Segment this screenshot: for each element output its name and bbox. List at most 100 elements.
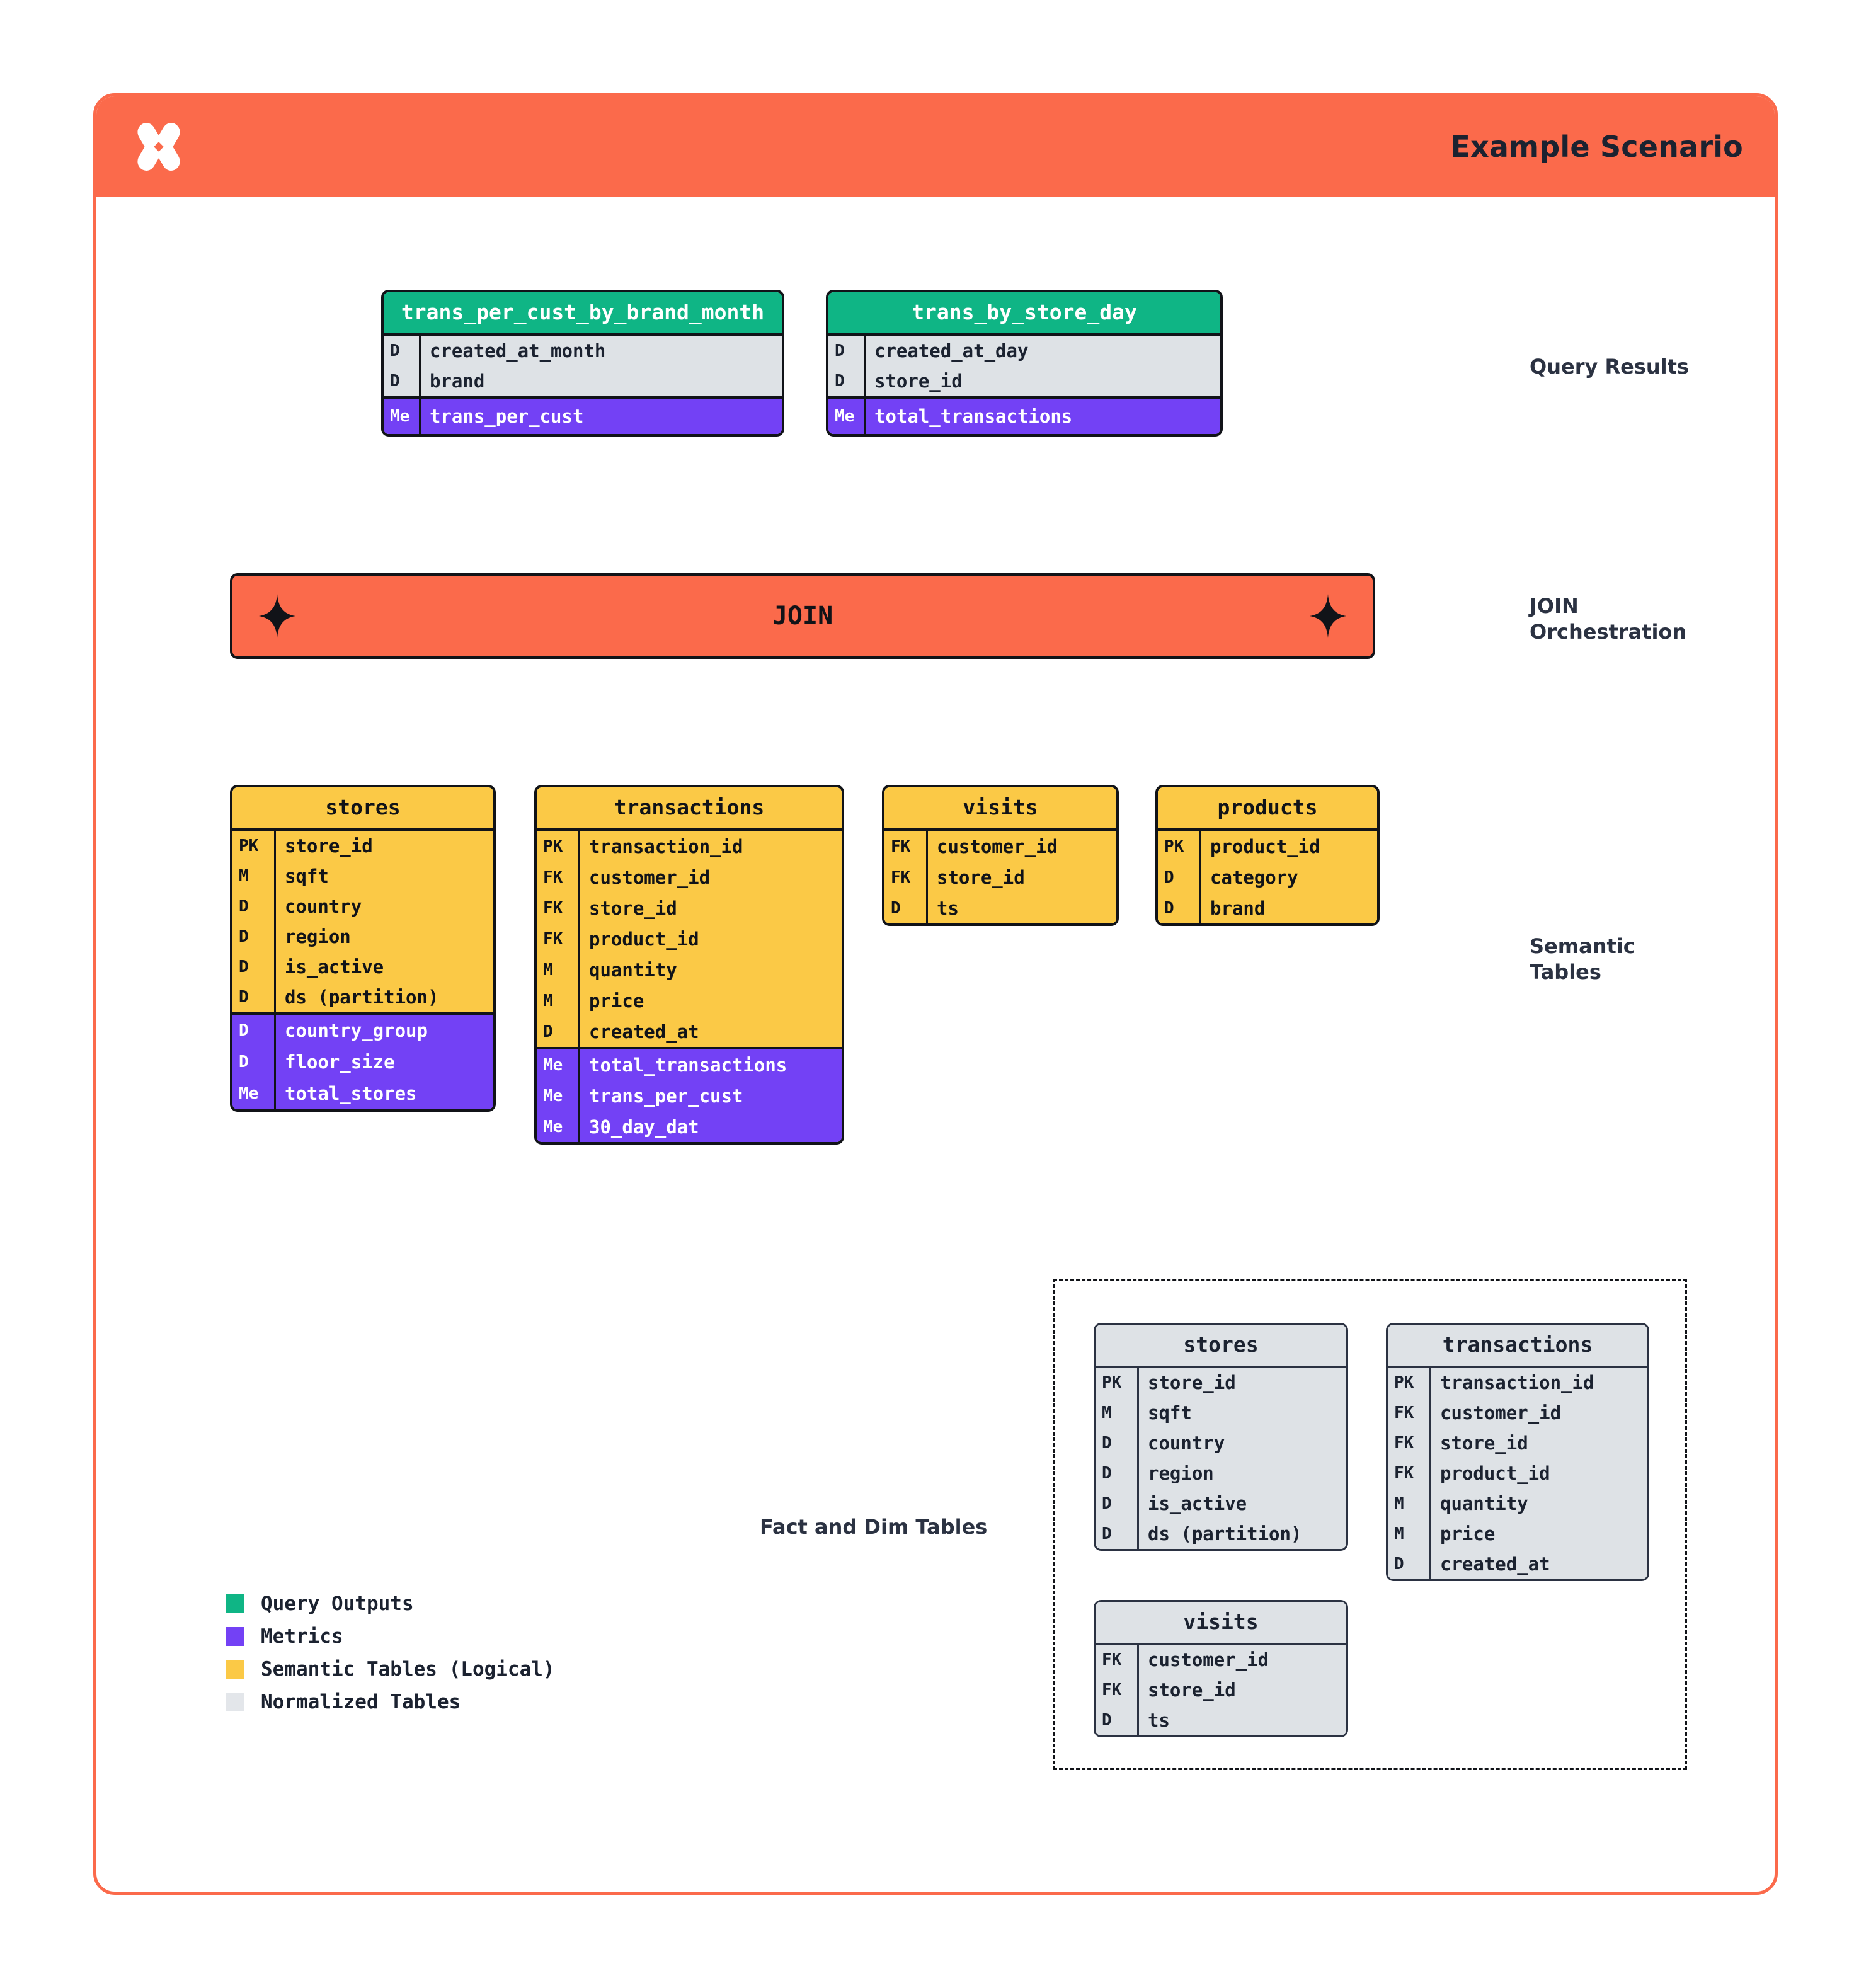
col-field: store_id [578,893,842,924]
col-kind: Me [543,1055,563,1075]
table-row: D floor_size [232,1046,493,1078]
table-row: D ds (partition) [1096,1519,1346,1550]
table-row: FK product_id [1388,1458,1647,1489]
col-kind: FK [543,867,563,887]
table-row: D country_group [232,1015,493,1047]
col-kind: D [390,341,400,361]
legend-swatch-icon [226,1693,244,1711]
col-kind: M [1394,1494,1404,1514]
col-field: store_id [274,831,493,862]
col-field: product_id [1199,831,1377,862]
fact-and-dim-group [1053,1279,1687,1770]
table-title: stores [232,787,493,829]
table-row: Me 30_day_dat [537,1111,842,1143]
col-kind: M [239,867,249,886]
col-field: created_at_day [864,336,1220,367]
table-row: D country [1096,1428,1346,1459]
col-field: store_id [1137,1368,1346,1398]
col-kind: D [239,1021,249,1041]
table-row: Me trans_per_cust [537,1080,842,1112]
table-row: D brand [1158,893,1377,924]
semantic-table-transactions[interactable]: transactions PK transaction_id FK custom… [534,785,844,1145]
col-kind: M [1102,1403,1112,1423]
col-kind: Me [390,407,410,426]
table-row: D created_at [537,1016,842,1048]
col-kind: Me [543,1086,563,1105]
table-title: visits [1096,1602,1346,1643]
legend-item-metrics: Metrics [226,1625,555,1648]
table-row: D region [1096,1458,1346,1489]
legend-label: Semantic Tables (Logical) [261,1658,555,1681]
fact-dim-table-transactions[interactable]: transactions PK transaction_id FK custom… [1386,1323,1649,1582]
table-row: D store_id [828,366,1220,397]
col-field: store_id [1429,1428,1647,1459]
col-field: floor_size [274,1046,493,1078]
query-result-table-trans-per-cust-by-brand-month[interactable]: trans_per_cust_by_brand_month D created_… [381,290,784,437]
col-kind: M [543,991,553,1010]
table-title: transactions [537,787,842,829]
col-field: trans_per_cust [578,1080,842,1112]
table-row: PK store_id [232,831,493,862]
table-row: D region [232,922,493,952]
col-kind: D [1102,1464,1112,1483]
semantic-table-visits[interactable]: visits FK customer_id FK store_id D ts [882,785,1119,927]
table-row: M sqft [232,861,493,892]
col-kind: M [543,960,553,980]
columns-section: FK customer_id FK store_id D ts [884,828,1116,924]
col-kind: FK [543,898,563,918]
table-row: Me trans_per_cust [384,399,782,435]
metrics-section: Me total_transactions Me trans_per_cust … [537,1047,842,1143]
col-field: ds (partition) [1137,1519,1346,1550]
col-field: country [274,891,493,922]
legend-label: Metrics [261,1625,343,1648]
metrics-section: Me total_transactions [828,396,1220,435]
col-field: customer_id [1429,1398,1647,1429]
col-field: ts [1137,1705,1346,1736]
col-field: ts [926,893,1116,924]
col-field: 30_day_dat [578,1111,842,1143]
semantic-table-stores[interactable]: stores PK store_id M sqft D country D re… [230,785,496,1112]
col-field: store_id [1137,1675,1346,1706]
col-kind: FK [1394,1403,1414,1423]
columns-section: FK customer_id FK store_id D ts [1096,1643,1346,1736]
table-row: FK product_id [537,923,842,955]
table-row: FK store_id [884,862,1116,893]
annotation-join-line1: JOIN [1530,594,1579,618]
col-kind: PK [1394,1373,1414,1393]
fact-dim-table-stores[interactable]: stores PK store_id M sqft D country D re… [1094,1323,1348,1551]
col-kind: D [891,898,901,918]
join-orchestration-bar[interactable]: JOIN [230,573,1375,659]
metrics-section: Me trans_per_cust [384,396,782,435]
col-field: product_id [1429,1458,1647,1489]
col-kind: D [1394,1555,1404,1574]
col-field: price [1429,1519,1647,1550]
table-row: PK transaction_id [1388,1368,1647,1398]
col-kind: FK [543,929,563,949]
col-field: customer_id [926,831,1116,862]
col-kind: PK [1102,1373,1122,1393]
table-row: FK store_id [537,893,842,924]
annotation-join-line2: Orchestration [1530,619,1687,644]
table-title: trans_per_cust_by_brand_month [384,292,782,334]
col-field: total_transactions [578,1049,842,1081]
col-kind: D [835,372,845,391]
col-kind: M [1394,1524,1404,1544]
table-row: D ts [884,893,1116,924]
table-row: D created_at_day [828,336,1220,367]
col-kind: D [239,897,249,917]
col-kind: FK [1394,1464,1414,1483]
table-row: D created_at [1388,1549,1647,1580]
columns-section: PK transaction_id FK customer_id FK stor… [1388,1366,1647,1580]
col-field: customer_id [1137,1645,1346,1676]
query-result-table-trans-by-store-day[interactable]: trans_by_store_day D created_at_day D st… [826,290,1223,437]
fact-dim-table-visits[interactable]: visits FK customer_id FK store_id D ts [1094,1600,1348,1738]
col-field: brand [419,366,782,397]
semantic-table-products[interactable]: products PK product_id D category D bran… [1155,785,1380,927]
annotation-semantic-tables: Semantic Tables [1530,934,1635,985]
table-row: D is_active [1096,1488,1346,1519]
col-kind: PK [239,837,259,856]
col-kind: D [1164,867,1174,887]
col-field: trans_per_cust [419,399,782,435]
legend-label: Normalized Tables [261,1691,461,1713]
table-row: D ts [1096,1705,1346,1736]
